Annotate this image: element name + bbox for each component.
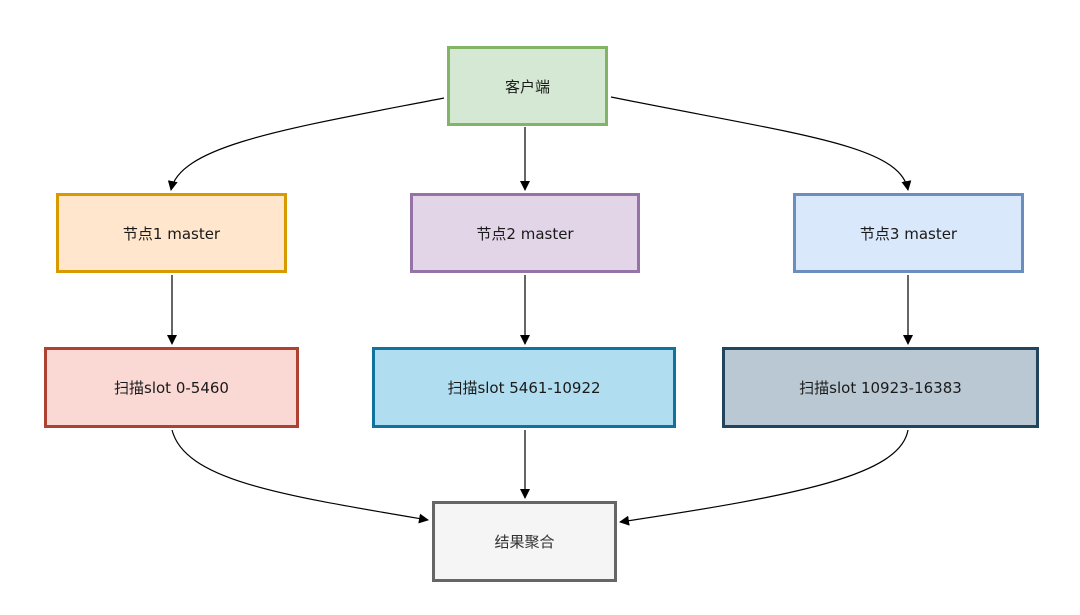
scan-node-3-label: 扫描slot 10923-16383 <box>799 379 962 397</box>
result-aggregation-label: 结果聚合 <box>494 533 555 551</box>
edge-client-node1 <box>167 97 445 191</box>
edge-scan1-result <box>171 429 429 524</box>
scan-node-2: 扫描slot 5461-10922 <box>372 347 676 428</box>
result-aggregation-node: 结果聚合 <box>432 501 617 582</box>
edge-client-node3 <box>610 96 912 191</box>
client-node-label: 客户端 <box>504 77 550 96</box>
master-node-3-label: 节点3 master <box>859 224 958 243</box>
scan-node-2-label: 扫描slot 5461-10922 <box>447 379 601 397</box>
master-node-1: 节点1 master <box>56 193 287 273</box>
edge-scan3-result <box>619 429 909 526</box>
scan-node-1-label: 扫描slot 0-5460 <box>114 379 229 397</box>
scan-node-3: 扫描slot 10923-16383 <box>722 347 1039 428</box>
master-node-1-label: 节点1 master <box>122 224 221 243</box>
master-node-2-label: 节点2 master <box>476 224 574 243</box>
client-node: 客户端 <box>447 46 608 126</box>
master-node-2: 节点2 master <box>410 193 640 273</box>
scan-node-1: 扫描slot 0-5460 <box>44 347 299 428</box>
master-node-3: 节点3 master <box>793 193 1024 273</box>
